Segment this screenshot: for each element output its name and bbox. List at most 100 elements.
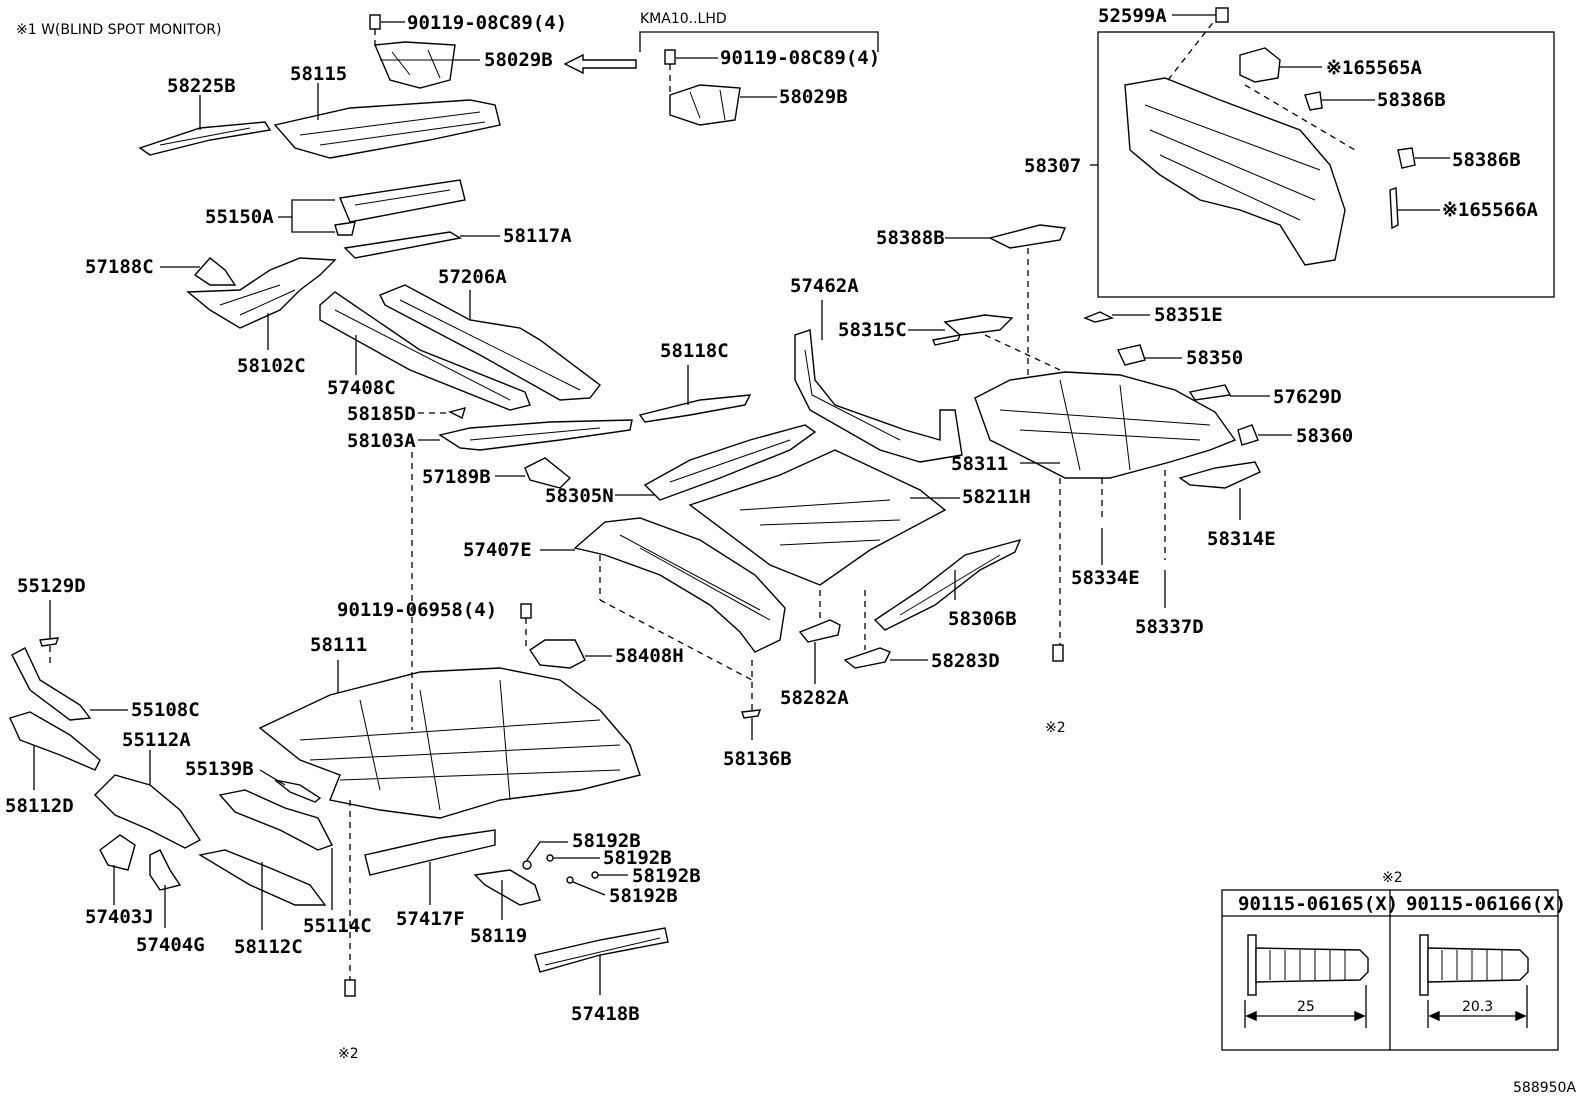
part-57403j xyxy=(99,834,136,871)
label-58337d: 58337D xyxy=(1135,616,1204,638)
label-55139b: 55139B xyxy=(185,758,254,780)
part-90119-06958-bolt xyxy=(520,603,532,619)
label-58386b-b: 58386B xyxy=(1452,149,1521,171)
part-58118c xyxy=(638,394,752,423)
part-58386b-a xyxy=(1304,91,1323,111)
part-57462a xyxy=(794,329,963,463)
bolt-col2-header: 90115-06166(X) xyxy=(1406,893,1566,915)
label-57407e: 57407E xyxy=(463,539,532,561)
label-90119-08c89-b: 90119-08C89(4) xyxy=(720,47,880,69)
label-58307: 58307 xyxy=(1024,155,1081,177)
part-57404g xyxy=(149,849,182,891)
bolt-ref2-right xyxy=(1052,644,1064,662)
part-57189b xyxy=(524,457,572,489)
part-58388b xyxy=(988,224,1067,249)
note-kma10-lhd: KMA10..LHD xyxy=(640,11,727,27)
part-55129d xyxy=(39,637,60,647)
part-57407e xyxy=(573,517,786,653)
part-58112d xyxy=(9,711,101,771)
bolt-col2-length: 20.3 xyxy=(1462,999,1493,1015)
label-57418b: 57418B xyxy=(571,1003,640,1025)
label-58311: 58311 xyxy=(951,453,1008,475)
label-57206a: 57206A xyxy=(438,266,507,288)
part-65565a xyxy=(1239,47,1281,83)
part-65566a xyxy=(1389,187,1399,230)
label-58350: 58350 xyxy=(1186,347,1243,369)
ref2-right: ※2 xyxy=(1045,720,1066,736)
label-58282a: 58282A xyxy=(780,687,849,709)
note-blind-spot-monitor: ※1 W(BLIND SPOT MONITOR) xyxy=(16,22,221,38)
part-57417f xyxy=(364,829,496,876)
label-58351e: 58351E xyxy=(1154,304,1223,326)
part-55150a xyxy=(334,179,466,236)
label-58305n: 58305N xyxy=(545,485,614,507)
bolt-col1-length: 25 xyxy=(1297,999,1315,1015)
label-58103a: 58103A xyxy=(347,430,416,452)
part-58408h xyxy=(529,639,586,669)
part-58386b-b xyxy=(1397,147,1416,169)
label-57189b: 57189B xyxy=(422,466,491,488)
part-58136b xyxy=(741,709,762,719)
label-55108c: 55108C xyxy=(131,699,200,721)
part-52599a xyxy=(1215,7,1229,23)
label-58115: 58115 xyxy=(290,63,347,85)
label-55150a: 55150A xyxy=(205,206,274,228)
label-57462a: 57462A xyxy=(790,275,859,297)
label-55112a: 55112A xyxy=(122,729,191,751)
part-55112a xyxy=(94,774,202,849)
left-arrow-icon xyxy=(563,53,637,75)
part-58283d xyxy=(843,647,891,669)
part-58115 xyxy=(273,99,501,159)
part-55114c xyxy=(218,789,333,851)
part-55108c xyxy=(11,647,92,721)
label-65565a: ※165565A xyxy=(1326,57,1423,79)
label-58225b: 58225B xyxy=(167,75,236,97)
part-58350 xyxy=(1116,344,1146,366)
label-58192b-b: 58192B xyxy=(603,847,672,869)
part-58103a xyxy=(438,419,633,451)
part-58306b xyxy=(873,538,1022,631)
part-58029b-bracket-a xyxy=(369,14,456,89)
label-58360: 58360 xyxy=(1296,425,1353,447)
label-58136b: 58136B xyxy=(723,748,792,770)
bolt-col1-header: 90115-06165(X) xyxy=(1238,893,1398,915)
figure-id: 588950A xyxy=(1513,1080,1576,1096)
bolt-ref2-bottom xyxy=(344,979,356,997)
label-55129d: 55129D xyxy=(17,575,86,597)
label-58029b-b: 58029B xyxy=(779,86,848,108)
label-58117a: 58117A xyxy=(503,225,572,247)
label-58112d: 58112D xyxy=(5,795,74,817)
label-58118c: 58118C xyxy=(660,340,729,362)
label-57403j: 57403J xyxy=(85,906,154,928)
part-57418b xyxy=(534,927,669,973)
part-57188c xyxy=(193,257,237,286)
label-58306b: 58306B xyxy=(948,608,1017,630)
label-58211h: 58211H xyxy=(962,486,1031,508)
part-58185d xyxy=(448,407,467,419)
label-58314e: 58314E xyxy=(1207,528,1276,550)
label-58283d: 58283D xyxy=(931,650,1000,672)
label-58315c: 58315C xyxy=(838,319,907,341)
label-57404g: 57404G xyxy=(136,934,205,956)
part-58311-rear-floor xyxy=(974,371,1237,479)
part-57408c xyxy=(319,291,531,411)
label-58386b-a: 58386B xyxy=(1377,89,1446,111)
part-58119 xyxy=(473,869,541,906)
part-58102c xyxy=(186,257,337,329)
label-58408h: 58408H xyxy=(615,645,684,667)
label-57417f: 57417F xyxy=(396,908,465,930)
label-58119: 58119 xyxy=(470,925,527,947)
ref2-bottom: ※2 xyxy=(338,1046,359,1062)
label-58112c: 58112C xyxy=(234,936,303,958)
label-58102c: 58102C xyxy=(237,355,306,377)
label-58185d: 58185D xyxy=(347,403,416,425)
label-58192b-d: 58192B xyxy=(609,885,678,907)
label-52599a: 52599A xyxy=(1098,5,1167,27)
bolt-90115-06166-icon xyxy=(1419,934,1529,996)
label-65566a: ※165566A xyxy=(1442,199,1539,221)
bolt-table: ※2 90115-06165(X) 90115-06166(X) 25 20.3 xyxy=(1221,870,1566,1051)
part-58282a xyxy=(798,619,841,643)
part-58192b-clips xyxy=(522,854,599,884)
part-58111-main-floor xyxy=(258,667,641,819)
